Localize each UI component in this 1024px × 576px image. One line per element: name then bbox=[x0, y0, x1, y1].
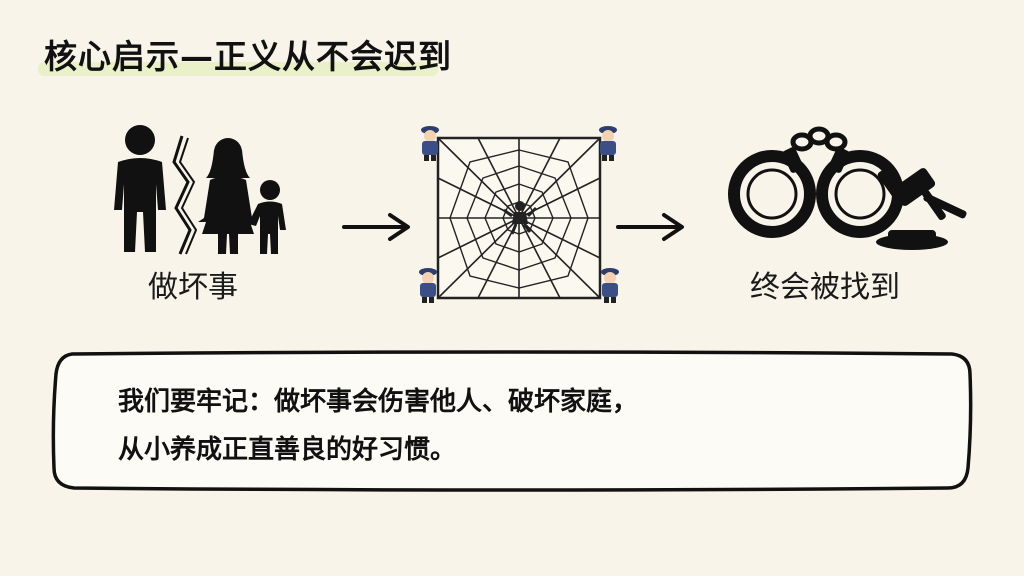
police-spider-web-icon bbox=[414, 122, 624, 312]
police-officer-icon bbox=[419, 268, 437, 303]
police-officer-icon bbox=[601, 268, 619, 303]
message-line-1: 我们要牢记：做坏事会伤害他人、破坏家庭， bbox=[118, 378, 638, 426]
message-line-2: 从小养成正直善良的好习惯。 bbox=[118, 426, 638, 474]
handcuffs-gavel-icon bbox=[726, 124, 976, 260]
slide-title: 核心启示—正义从不会迟到 bbox=[44, 30, 452, 78]
message-box: 我们要牢记：做坏事会伤害他人、破坏家庭， 从小养成正直善良的好习惯。 bbox=[50, 350, 974, 492]
message-text: 我们要牢记：做坏事会伤害他人、破坏家庭， 从小养成正直善良的好习惯。 bbox=[118, 378, 638, 474]
police-officer-icon bbox=[421, 126, 439, 161]
arrow-right-icon bbox=[616, 212, 686, 246]
arrow-right-icon bbox=[342, 212, 412, 246]
family-broken-icon bbox=[100, 122, 300, 258]
step-caption-3: 终会被找到 bbox=[750, 262, 900, 306]
police-officer-icon bbox=[599, 126, 617, 161]
step-caption-1: 做坏事 bbox=[148, 262, 238, 306]
